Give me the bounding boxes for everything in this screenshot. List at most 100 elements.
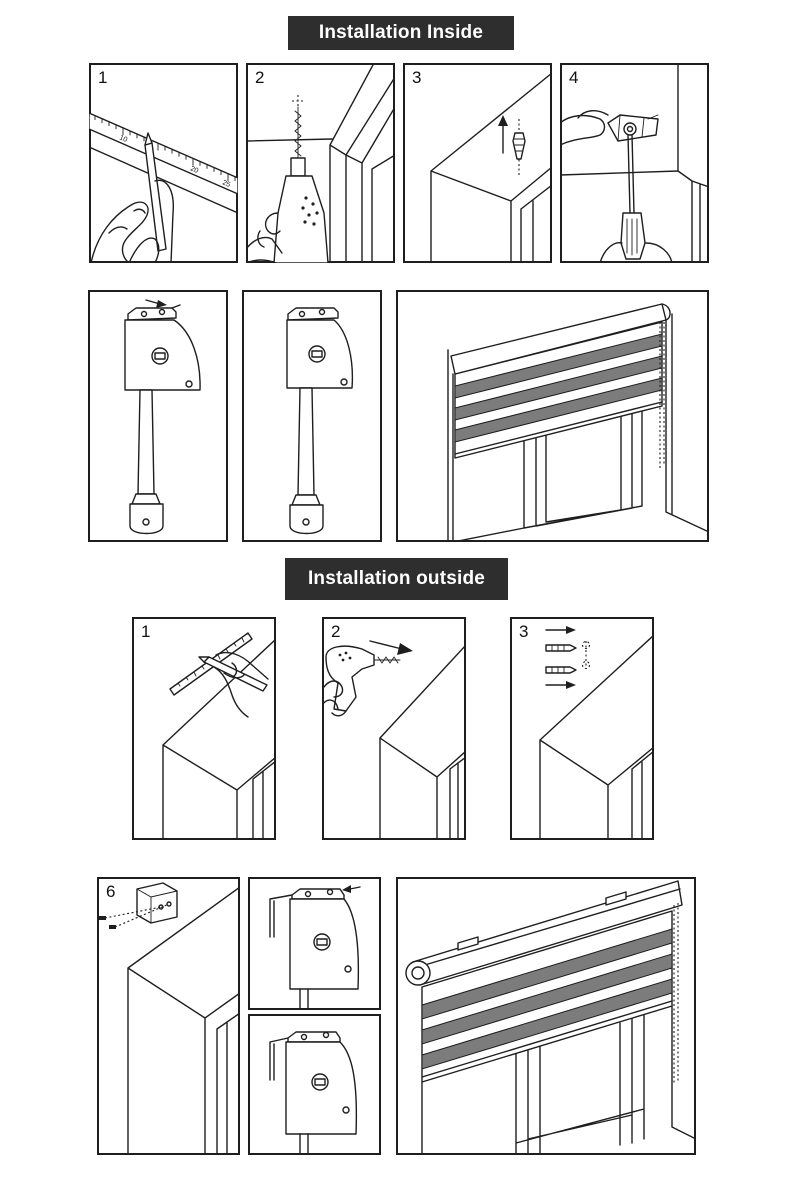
weight-screw [143,519,149,525]
step-number: 4 [569,68,578,87]
outside-anchor-illustration: 3 [510,617,654,840]
l-bracket [270,895,292,937]
end-cap-screw [186,381,192,387]
chain-guide [300,1134,308,1155]
wall-corner [128,887,240,1155]
bracket-clip [288,308,338,320]
guide-flare [292,495,320,505]
outside-bracket-clip-illustration [248,877,381,1010]
bracket-locked-illustration [242,290,382,542]
guide-flare [132,494,160,504]
bracket-clip [288,1032,340,1042]
wall-anchor [546,667,576,673]
clip-tab [172,305,180,308]
outside-section-title: Installation outside [285,558,508,600]
anchor-illustration: 3 [403,63,552,263]
screwdriver-handle [621,213,645,259]
drill-bit [295,107,301,158]
outside-step-6-panel: 6 [97,877,240,1155]
step-number: 1 [98,68,107,87]
inside-section-title: Installation Inside [288,16,514,50]
end-cap-screw [343,1107,349,1113]
pencil-tip [145,133,152,145]
outside-step-1-panel: 1 [132,617,276,840]
vent-dot [342,659,345,662]
clip-screw [142,312,147,317]
arrow-right-icon [397,643,413,655]
drill-chuck [291,158,305,176]
bracket-clip-illustration [88,290,228,542]
drill-illustration: 2 [246,63,395,263]
arrow-right-icon [156,300,167,308]
step-number: 3 [412,68,421,87]
clip-screw [302,1035,307,1040]
clip-screw [160,310,165,315]
arrow-right-icon [566,626,576,634]
l-bracket [270,1038,288,1080]
arrow-right-icon [566,681,576,689]
screwdriver-shaft [628,135,634,213]
inside-step-2-panel: 2 [246,63,395,263]
bracket-clip [128,308,176,320]
inside-step-1-panel: 1 10 20 25 [89,63,238,263]
bracket-clip [292,889,344,899]
push-arrow-shaft [370,641,402,649]
clip-screw [324,1033,329,1038]
outside-bracket-clip-panel [248,877,381,1010]
measure-illustration: 1 10 20 25 [89,63,238,263]
chain-guide [300,989,308,1010]
vent-dot [339,654,342,657]
step-number: 3 [519,622,528,641]
drill-target-mark [292,95,304,107]
outside-measure-illustration: 1 [132,617,276,840]
wall-corner [540,635,654,840]
drill-body [274,176,328,263]
vent-dot [303,220,306,223]
vent-dot [311,202,314,205]
ruler-ticks [95,116,235,181]
vent-dot [307,213,310,216]
outside-mounted-blind-illustration [396,877,696,1155]
vent-dot [312,222,315,225]
inside-step-3-panel: 3 [403,63,552,263]
outside-bracket-locked-panel [248,1014,381,1155]
wall-anchor [513,133,525,159]
inside-mounted-blind-illustration [396,290,709,542]
clip-screw [300,312,305,317]
inside-step-4-panel: 4 [560,63,709,263]
wall-anchor [546,645,576,651]
window-frame [330,63,395,263]
clip-screw [328,890,333,895]
clip-screw [306,892,311,897]
ceiling-line [246,139,332,141]
step-number: 2 [331,622,340,641]
inside-bracket-locked-panel [242,290,382,542]
step-number: 2 [255,68,264,87]
screw-icon [99,916,106,920]
end-cap-screw [345,966,351,972]
vent-dot [349,657,352,660]
step-number: 1 [141,622,150,641]
step-number: 6 [106,882,115,901]
outside-bracket-locked-illustration [248,1014,381,1155]
vent-dot [345,652,348,655]
weight-screw [303,519,309,525]
outside-drill-illustration: 2 [322,617,466,840]
outside-result-panel [396,877,696,1155]
wall-corner [380,645,466,840]
outside-bracket-mount-illustration: 6 [97,877,240,1155]
outside-step-2-panel: 2 [322,617,466,840]
vent-dot [301,206,304,209]
headrail-end-cap [406,961,430,985]
vent-dot [304,196,307,199]
vent-dot [315,211,318,214]
inside-result-panel [396,290,709,542]
inside-bracket-clip-panel [88,290,228,542]
screw-icon [109,925,116,929]
screw-bracket-illustration: 4 [560,63,709,263]
up-arrow-icon [498,115,508,126]
chain-guide [138,390,154,494]
wall-corner [431,73,552,263]
bracket-screw [624,123,636,135]
